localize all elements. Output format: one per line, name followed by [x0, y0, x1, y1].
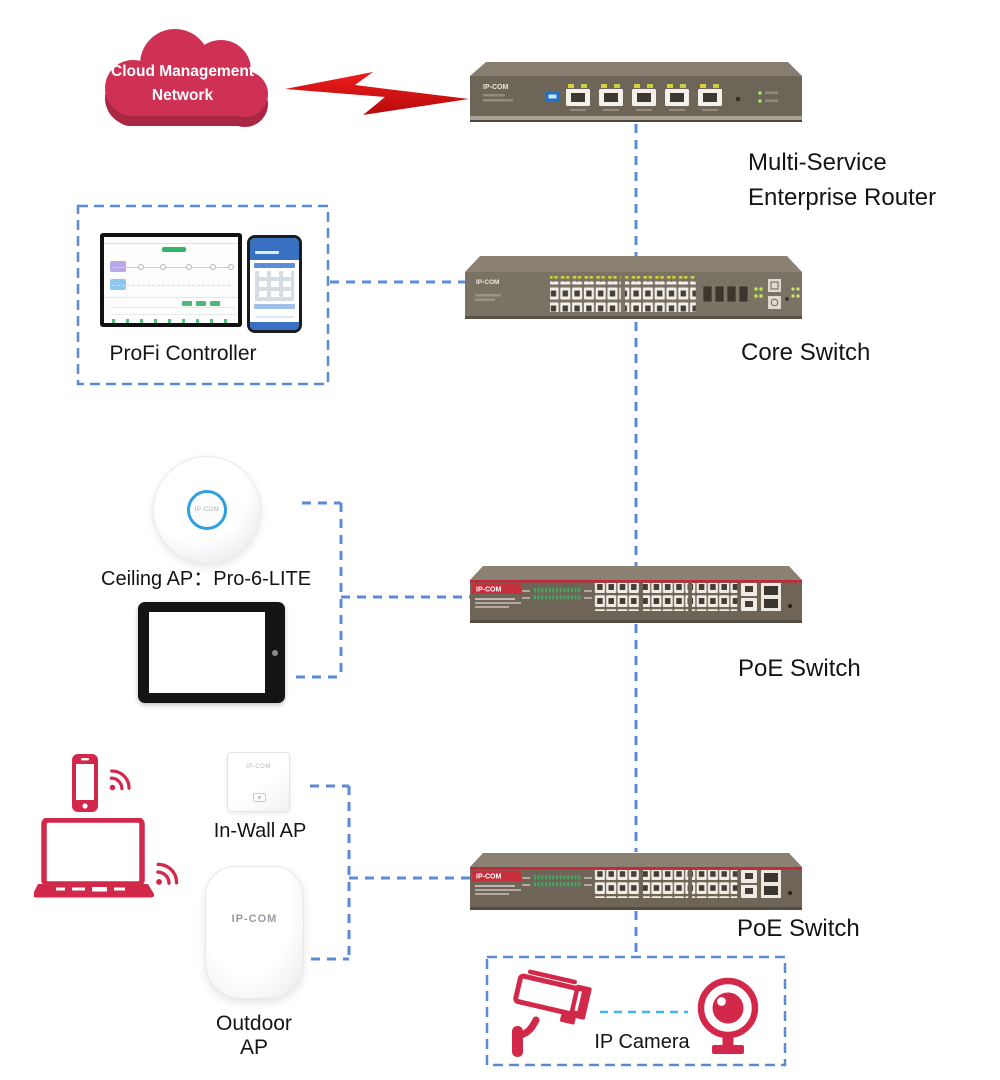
core-switch-label: Core Switch — [741, 339, 871, 366]
router-status-leds — [758, 91, 778, 103]
router-label: Multi-Service Enterprise Router — [748, 145, 936, 215]
cloud-label: Cloud Management Network — [85, 60, 280, 108]
dome-camera-icon — [692, 975, 764, 1062]
link-aps-poe2 — [310, 784, 470, 961]
profi-controller-group: ProFi Controller — [78, 206, 328, 384]
router-top-face — [470, 62, 802, 76]
outdoor-ap-label: Outdoor AP — [216, 1012, 292, 1059]
profi-controller-label: ProFi Controller — [109, 342, 257, 365]
ceiling-ap-brand-text: IP-COM — [194, 507, 220, 513]
link-aps-poe1 — [296, 501, 470, 679]
reset-button — [735, 96, 741, 102]
smartphone-icon — [70, 753, 100, 818]
wifi-signal-icon-2 — [149, 856, 185, 897]
sfp-ports — [702, 285, 749, 303]
poe-switch-2-device: IP-COM — [470, 853, 802, 916]
router-label-line2: Enterprise Router — [748, 184, 937, 211]
poe2-power-dot — [788, 891, 792, 895]
in-wall-ap-device: IP-COM — [227, 752, 290, 812]
poe2-brand-text: IP-COM — [476, 874, 501, 881]
poe1-red-stripe — [470, 580, 802, 583]
ip-camera-label: IP Camera — [594, 1031, 690, 1053]
ceiling-ap-ring: IP-COM — [187, 490, 227, 530]
poe2-uplink-ports — [741, 870, 781, 898]
core-switch-brand-text: IP-COM — [476, 279, 499, 286]
reset-button — [785, 297, 789, 301]
outdoor-ap-device: IP-COM — [205, 866, 304, 999]
in-wall-ap-port-glyph — [253, 793, 266, 802]
core-switch-top-face — [465, 256, 802, 272]
poe1-uplink-ports — [741, 583, 781, 611]
sticker-bottom — [768, 296, 781, 309]
router-device: IP-COM — [470, 62, 802, 129]
router-ethernet-ports — [566, 84, 722, 111]
poe1-brand-text: IP-COM — [476, 587, 501, 594]
cloud-body — [105, 29, 268, 117]
management-monitor — [100, 233, 242, 327]
poe1-power-dot — [788, 604, 792, 608]
poe1-ports — [594, 583, 738, 611]
poe1-brand-badge — [472, 583, 524, 594]
outdoor-ap-brand-text: IP-COM — [231, 913, 278, 925]
phone-app-screen — [250, 238, 299, 330]
cloud-icon: Cloud Management Network — [85, 22, 280, 137]
management-phone — [247, 235, 302, 333]
poe1-led-matrix — [532, 587, 582, 601]
in-wall-ap-brand-text: IP-COM — [246, 764, 271, 770]
ceiling-ap-device: IP-COM — [153, 456, 261, 564]
cloud-label-line2: Network — [151, 87, 214, 104]
dashboard-screen — [104, 237, 238, 323]
core-switch-device: IP-COM — [465, 256, 802, 327]
poe2-red-stripe — [470, 867, 802, 870]
tablet-camera-dot — [272, 650, 278, 656]
bullet-camera-icon — [505, 968, 605, 1063]
poe2-led-matrix — [532, 874, 582, 888]
poe-switch-1-label: PoE Switch — [738, 655, 861, 682]
ceiling-ap-label: Ceiling AP：Pro-6-LITE — [101, 568, 312, 590]
right-leds — [791, 287, 800, 298]
router-label-line1: Multi-Service — [748, 149, 887, 176]
tablet-device — [138, 602, 285, 703]
router-brand-text: IP-COM — [483, 84, 508, 91]
poe-switch-1-device: IP-COM — [470, 566, 802, 629]
sticker-top — [768, 279, 781, 292]
poe-switch-2-label: PoE Switch — [737, 915, 860, 942]
lightning-bolt-icon — [285, 72, 471, 121]
laptop-icon — [32, 817, 155, 905]
profi-controller-box-border — [76, 204, 330, 386]
cloud-shape — [105, 29, 268, 127]
core-switch-ports — [550, 276, 696, 312]
tablet-screen — [149, 612, 265, 693]
in-wall-ap-label: In-Wall AP — [213, 820, 307, 842]
poe2-ports — [594, 870, 738, 898]
poe2-brand-badge — [472, 870, 524, 881]
wifi-signal-icon — [103, 763, 137, 802]
poe1-top-face — [470, 566, 802, 580]
core-switch-leds — [754, 287, 763, 298]
poe2-top-face — [470, 853, 802, 867]
ip-camera-box-border — [485, 955, 787, 1067]
cloud-label-line1: Cloud Management — [111, 63, 254, 80]
